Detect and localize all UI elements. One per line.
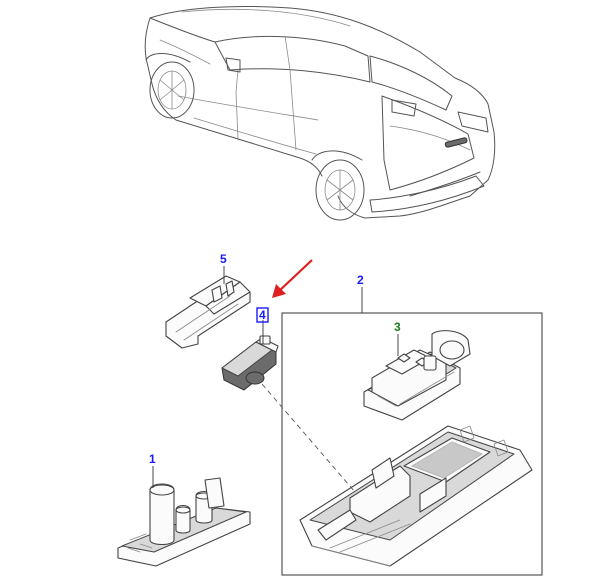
callout-1: 1 bbox=[149, 452, 156, 466]
leader-lines bbox=[152, 266, 399, 488]
part-2-inset-frame bbox=[281, 312, 543, 576]
part-3-actuator bbox=[363, 330, 471, 421]
callout-4: 4 bbox=[259, 308, 266, 322]
callout-5: 5 bbox=[220, 252, 227, 266]
part-1-lamp-housing bbox=[117, 477, 251, 567]
callout-4-highlight-box bbox=[256, 307, 269, 323]
part-2-handle-moulding bbox=[299, 425, 533, 567]
red-pointer-arrow bbox=[272, 259, 313, 298]
part-5-bracket bbox=[165, 275, 251, 349]
part-4-switch bbox=[221, 335, 279, 391]
vehicle-illustration bbox=[144, 5, 496, 221]
callout-3: 3 bbox=[394, 320, 401, 334]
callout-2: 2 bbox=[357, 273, 364, 287]
assembly-dash-line bbox=[261, 383, 356, 493]
